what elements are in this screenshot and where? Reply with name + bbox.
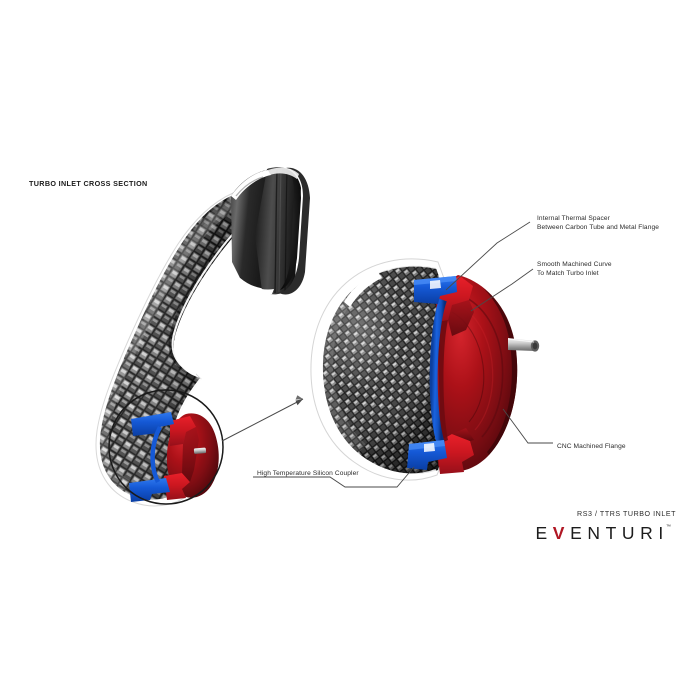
left-flange-joint-group	[129, 412, 219, 502]
callout-line-1: CNC Machined Flange	[557, 443, 626, 450]
cnc-machined-flange-right	[436, 275, 540, 474]
thermal-spacer-notch-top	[430, 280, 441, 289]
breather-port-left	[193, 447, 207, 454]
callout-line-1: High Temperature Silicon Coupler	[257, 470, 359, 477]
left-assembly-full-tube	[95, 167, 310, 507]
flange-cut-bottom-left	[164, 473, 190, 500]
thermal-spacer-ring-left	[150, 425, 163, 484]
flange-bore-wall	[437, 320, 448, 443]
detail-leader-line	[221, 395, 304, 442]
leader-thermal-spacer	[445, 221, 531, 291]
callout-high-temperature-silicon-coupler: High Temperature Silicon Coupler	[257, 470, 359, 479]
flange-outer-shoulder	[483, 288, 518, 455]
flange-cut-shoulder-top	[448, 300, 474, 336]
callout-leader-lines	[253, 221, 553, 488]
page-title: TURBO INLET CROSS SECTION	[29, 179, 148, 188]
carbon-wall-thickness	[344, 272, 382, 307]
coupler-bore	[280, 171, 301, 290]
flange-cut-top-left	[170, 416, 196, 446]
flange-inner-wall-left	[182, 427, 199, 482]
flange-cut-shoulder-bottom	[452, 428, 474, 441]
product-line-label: RS3 / TTRS TURBO INLET	[577, 510, 676, 518]
brand-block: RS3 / TTRS TURBO INLET EVENTURI™	[452, 510, 676, 543]
logo-text-before-v: E	[535, 522, 553, 543]
coupler-cut-plane-bottom	[236, 278, 274, 295]
silicone-coupler-end-left	[231, 167, 310, 295]
callout-smooth-machined-curve: Smooth Machined Curve To Match Turbo Inl…	[537, 261, 612, 278]
callout-cnc-machined-flange: CNC Machined Flange	[557, 443, 626, 452]
callout-line-2: Between Carbon Tube and Metal Flange	[537, 223, 659, 231]
thermal-spacer-top-left	[131, 412, 174, 436]
callout-line-1: Internal Thermal Spacer	[537, 215, 610, 222]
eventuri-logo: EVENTURI™	[452, 521, 676, 543]
trademark-symbol: ™	[665, 524, 671, 530]
flange-cut-face-bottom	[436, 434, 474, 474]
right-assembly-flange-end	[310, 258, 540, 481]
thermal-spacer-notch-bottom	[424, 443, 435, 452]
callout-internal-thermal-spacer: Internal Thermal Spacer Between Carbon T…	[537, 215, 659, 232]
breather-port-right	[507, 338, 540, 352]
coupler-mouth-wall	[279, 167, 310, 295]
leader-smooth-curve	[470, 268, 534, 312]
callout-line-2: To Match Turbo Inlet	[537, 269, 599, 277]
thermal-spacer-bottom-left	[129, 478, 170, 502]
coupler-barrel	[255, 167, 301, 295]
thermal-spacer-ring-right	[429, 298, 447, 446]
internal-thermal-spacer-right	[407, 276, 457, 470]
detail-circle-left	[108, 389, 224, 505]
leader-silicon-coupler	[253, 466, 415, 488]
logo-text-after-v: ENTURI	[570, 522, 669, 543]
logo-v-accent: V	[552, 522, 571, 543]
leader-cnc-flange	[502, 408, 553, 444]
callout-line-1: Smooth Machined Curve	[537, 261, 612, 268]
